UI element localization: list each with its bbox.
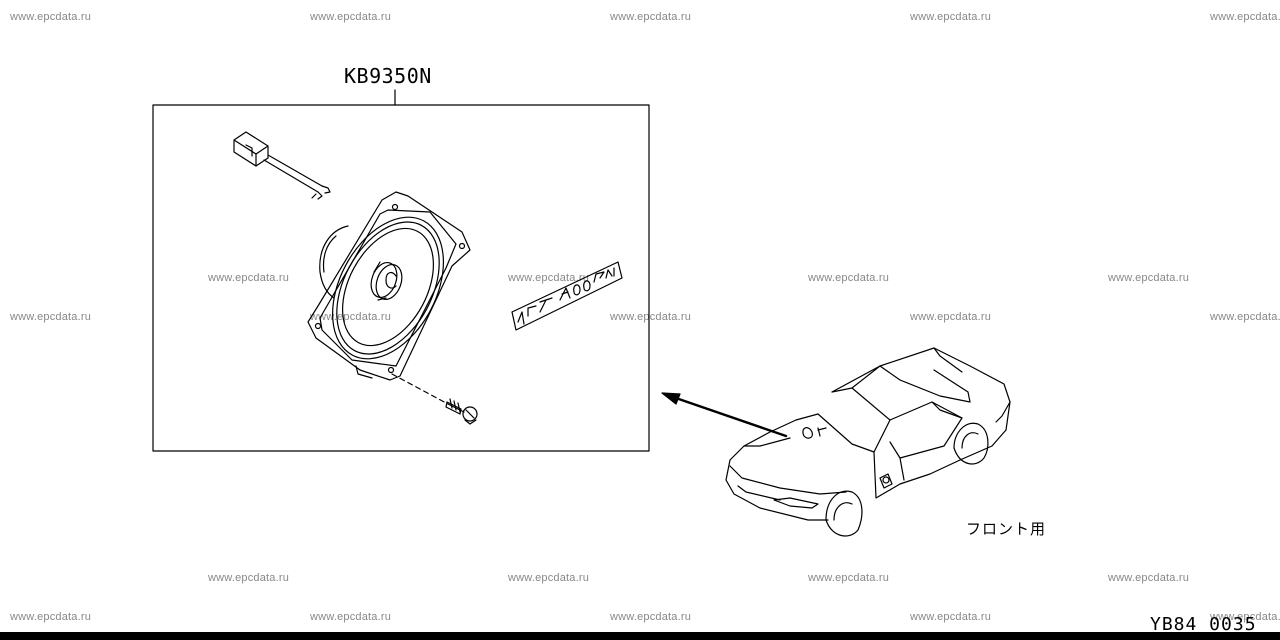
watermark: www.epcdata.ru — [310, 11, 392, 23]
screw-icon — [445, 398, 478, 425]
watermark: www.epcdata.ru — [10, 311, 92, 323]
watermark: www.epcdata.ru — [1210, 11, 1280, 23]
watermark: www.epcdata.ru — [310, 611, 392, 623]
label-sticker-icon — [511, 261, 623, 331]
watermark: www.epcdata.ru — [1108, 572, 1190, 584]
bottom-bar — [0, 632, 1280, 640]
watermark: www.epcdata.ru — [808, 272, 890, 284]
watermark: www.epcdata.ru — [10, 611, 92, 623]
diagram-code: YB84 0035 — [1150, 614, 1257, 635]
watermark: www.epcdata.ru — [1108, 272, 1190, 284]
watermark: www.epcdata.ru — [508, 572, 590, 584]
watermark: www.epcdata.ru — [910, 311, 992, 323]
watermark: www.epcdata.ru — [610, 311, 692, 323]
watermark: www.epcdata.ru — [610, 11, 692, 23]
watermark: www.epcdata.ru — [208, 572, 290, 584]
watermark: www.epcdata.ru — [910, 611, 992, 623]
watermark: www.epcdata.ru — [1210, 311, 1280, 323]
speaker-icon — [307, 191, 471, 381]
parts-box — [152, 104, 650, 452]
watermark: www.epcdata.ru — [910, 11, 992, 23]
watermark: www.epcdata.ru — [1210, 611, 1280, 623]
part-number-label[interactable]: KB9350N — [344, 64, 432, 88]
car-icon — [725, 347, 1011, 537]
watermark: www.epcdata.ru — [310, 311, 392, 323]
caption-front-use: フロント用 — [966, 520, 1047, 538]
screw-guide-line — [391, 373, 449, 405]
watermark: www.epcdata.ru — [508, 272, 590, 284]
watermark: www.epcdata.ru — [808, 572, 890, 584]
watermark: www.epcdata.ru — [610, 611, 692, 623]
watermark: www.epcdata.ru — [208, 272, 290, 284]
watermark: www.epcdata.ru — [10, 11, 92, 23]
wire-connector-icon — [233, 131, 331, 200]
arrow-icon — [661, 392, 788, 438]
